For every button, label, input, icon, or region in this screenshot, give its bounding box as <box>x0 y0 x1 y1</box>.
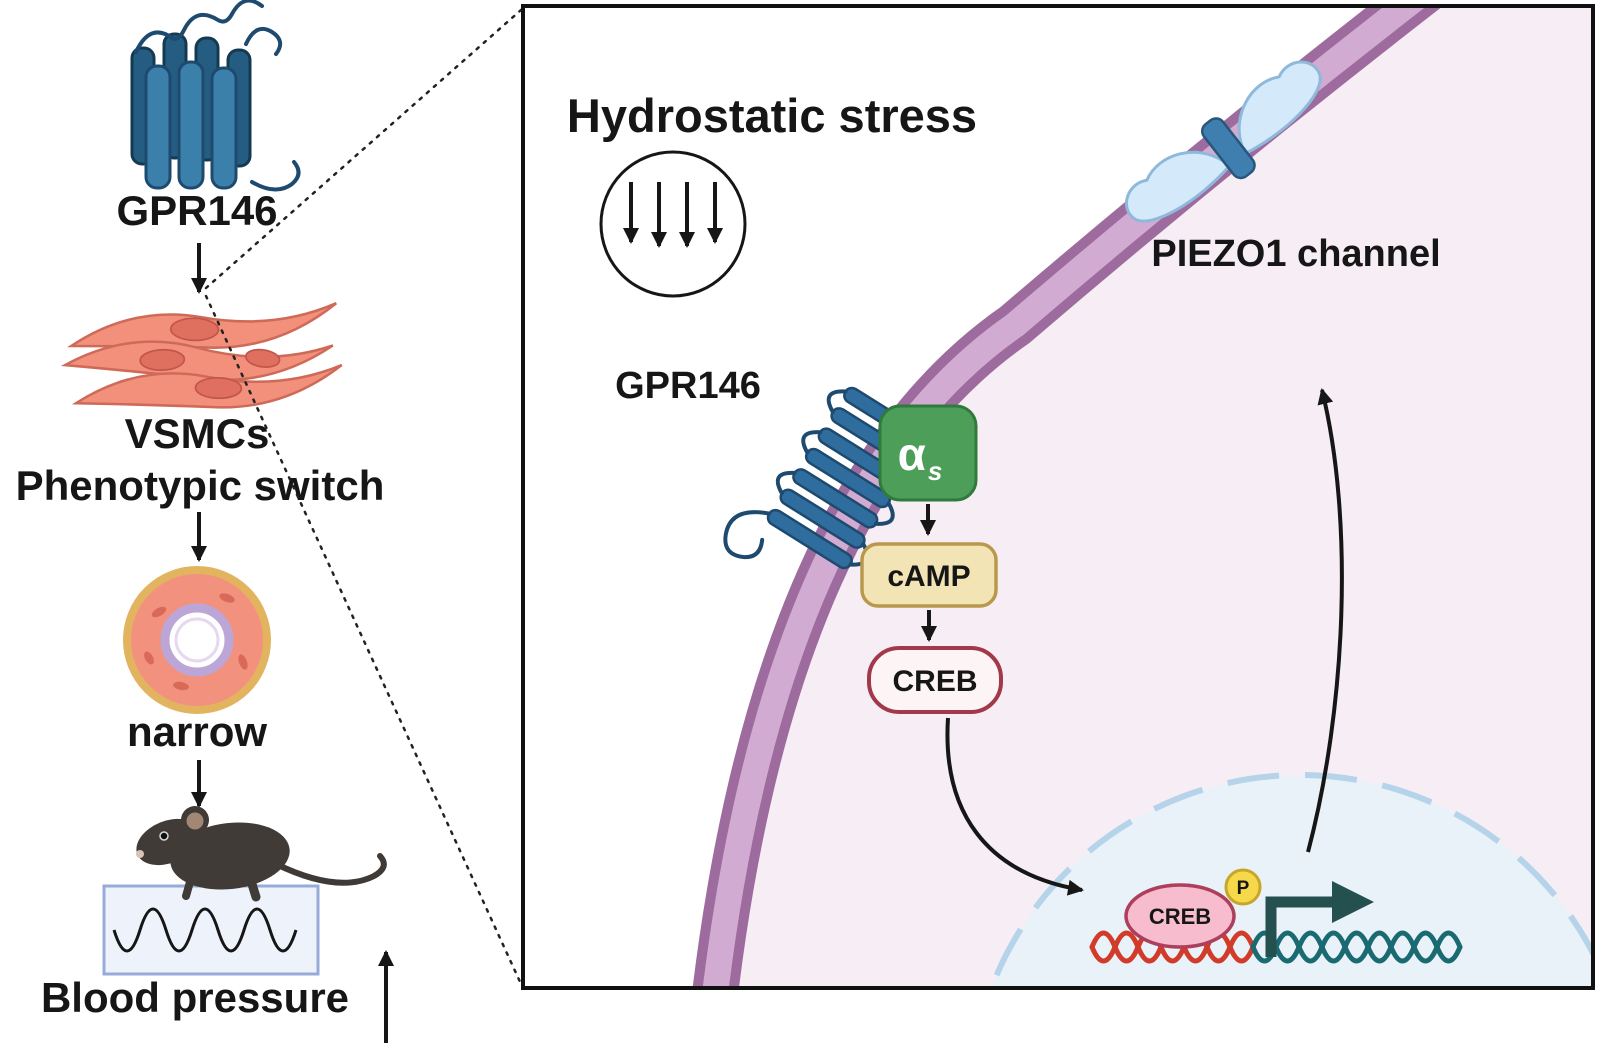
phospho-label: P <box>1237 878 1250 899</box>
hydrostatic-stress-title: Hydrostatic stress <box>567 89 977 142</box>
arrow-creb-to-nucleus <box>945 717 1084 896</box>
gpr146-n-terminus <box>723 510 772 560</box>
bp-waveform <box>112 907 298 953</box>
gpr146-inset-label: GPR146 <box>615 365 761 407</box>
hydrostatic-stress-arrows <box>623 182 723 248</box>
camp-box <box>860 542 998 608</box>
mouse-eye <box>159 831 169 841</box>
creb-oval <box>1124 883 1236 949</box>
receptor-curl <box>244 27 283 56</box>
nucleus-creb-label: CREB <box>1149 904 1211 929</box>
camp-label: cAMP <box>887 560 970 593</box>
g-alpha-s-label: αs <box>898 428 943 486</box>
g-alpha-s-badge <box>878 404 978 502</box>
phenotypic-switch-label: Phenotypic switch <box>16 462 385 509</box>
phospho-badge <box>1224 868 1262 906</box>
piezo1-pore <box>1200 117 1256 180</box>
receptor-tail <box>250 160 301 192</box>
dna-teal-strand-a <box>1250 930 1463 964</box>
transcription-start-arrow <box>1265 881 1374 957</box>
narrow-label: narrow <box>127 708 267 755</box>
gpr146-receptor-icon <box>130 0 301 192</box>
piezo1-label: PIEZO1 channel <box>1151 233 1440 275</box>
creb-p-complex: CREB P <box>1124 868 1262 949</box>
bp-waveform-box <box>102 884 320 976</box>
zoom-line-bottom <box>204 294 523 986</box>
hydrostatic-stress-circle <box>599 150 747 298</box>
left-panel: GPR146 VSMCs Phenotypic switch <box>16 0 394 1043</box>
gpr146-label: GPR146 <box>116 187 277 234</box>
dna-red-strand-a <box>1089 930 1256 964</box>
vsmcs-label: VSMCs <box>125 410 270 457</box>
cell-interior <box>716 8 1591 986</box>
inset-panel: Hydrostatic stress PIEZO1 channel <box>567 8 1591 986</box>
vessel-cross-section <box>123 566 271 714</box>
piezo1-channel <box>1125 60 1322 223</box>
piezo1-right-blade <box>1237 60 1322 155</box>
dna-helix <box>1089 930 1463 964</box>
creb-box <box>867 646 1003 714</box>
mouse <box>136 806 387 902</box>
blood-pressure-label: Blood pressure <box>41 974 349 1021</box>
vsmc-cells <box>60 302 343 409</box>
creb-label: CREB <box>892 665 977 698</box>
mouse-tail <box>273 853 387 886</box>
arrow-nucleus-to-piezo1 <box>1306 388 1344 853</box>
piezo1-left-blade <box>1125 150 1230 223</box>
receptor-loops <box>134 0 264 54</box>
inset-box-border <box>521 4 1595 990</box>
dna-teal-strand-b <box>1250 930 1463 964</box>
zoom-line-top <box>204 8 523 290</box>
